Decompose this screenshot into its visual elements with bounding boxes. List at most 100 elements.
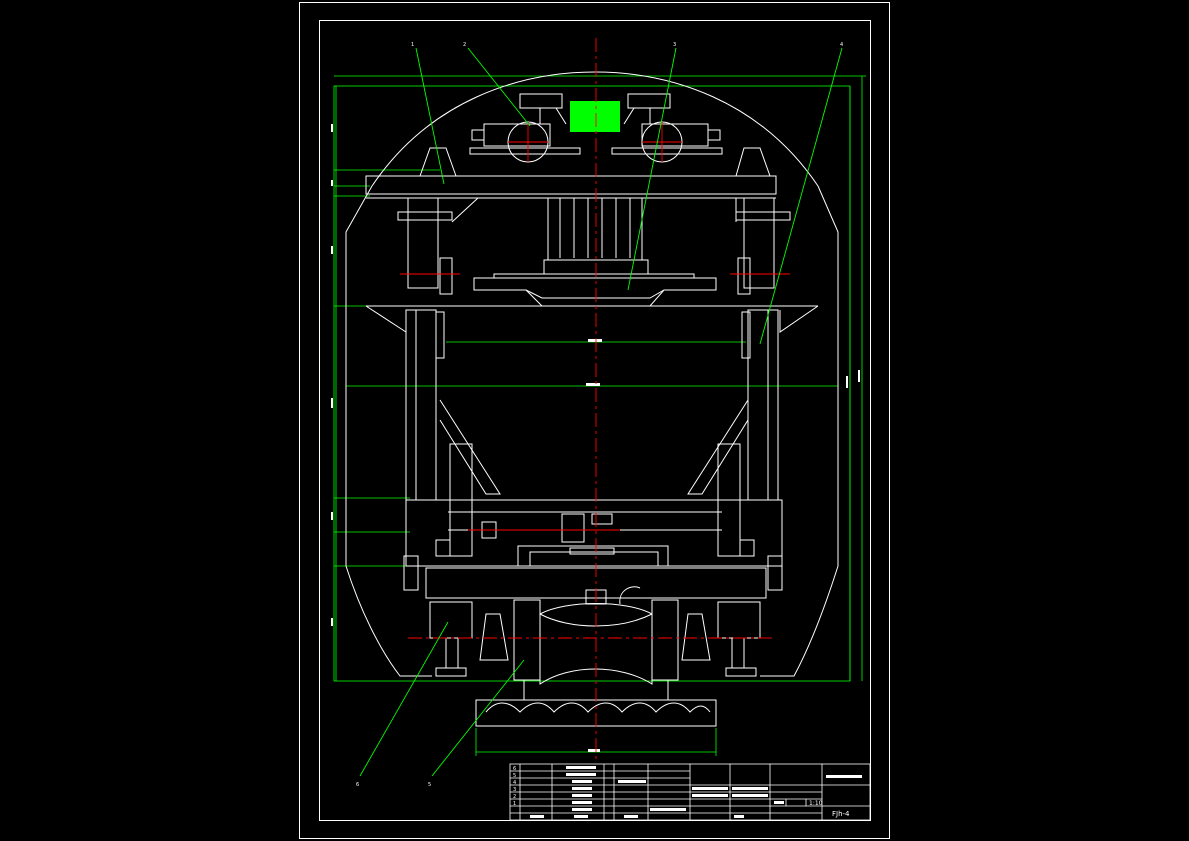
motor-left-bracket [539, 107, 567, 125]
top-beam [365, 175, 777, 195]
dim-mark-left-1 [331, 124, 333, 132]
table-pad [569, 547, 615, 555]
tb-mark-2 [566, 773, 596, 776]
leader-lines [359, 47, 843, 777]
slide-foot-right [739, 539, 755, 557]
tb-mark-11 [624, 815, 638, 818]
roller-foot-left [435, 667, 467, 677]
drawing-code: FJh-4 [832, 810, 850, 818]
upper-brace-right [712, 197, 737, 222]
tb-mark-19 [734, 815, 744, 818]
callout-3-label: 3 [673, 42, 676, 48]
upper-col-left [407, 197, 439, 289]
arm-left [479, 613, 509, 661]
sheet-frame [299, 2, 890, 839]
mid-left-gusset [365, 305, 407, 333]
roller-foot-right [725, 667, 757, 677]
leg-right [767, 555, 783, 591]
motor-right-tab [707, 129, 721, 141]
press-platen [493, 273, 695, 279]
col-left-block [439, 257, 453, 295]
top-beam-right-cap [735, 147, 771, 177]
tb-mark-14 [732, 787, 768, 790]
table-base [517, 545, 669, 567]
tb-scale: 1:10 [809, 800, 823, 807]
tb-mark-15 [732, 794, 768, 797]
leader-1 [415, 47, 445, 185]
table-slide-left [449, 443, 473, 557]
dim-mark-base [588, 749, 600, 752]
press-die [473, 277, 717, 307]
dimension-lines [333, 75, 866, 756]
upper-brace-left [451, 197, 480, 223]
motor-right-base [611, 147, 723, 155]
motor-right-top [627, 93, 671, 109]
table-base-inner [529, 551, 659, 567]
leader-6 [359, 621, 449, 777]
leader-2 [467, 47, 531, 127]
tb-mark-3 [572, 780, 592, 783]
main-col-left-inner [435, 311, 445, 359]
dim-mark-right-1 [846, 376, 848, 388]
roller-support-left [429, 601, 473, 639]
callout-5-label: 5 [428, 782, 431, 788]
press-die-inner [525, 289, 665, 299]
housing-right [760, 185, 839, 677]
spindle-bank [547, 197, 643, 261]
post-right [651, 599, 679, 681]
main-col-left-outer [405, 309, 437, 501]
die-roll [539, 613, 653, 685]
title-block-marks [530, 766, 862, 818]
roller-support-right [717, 601, 761, 639]
col-left-plate [397, 211, 453, 221]
mid-right-gusset [779, 305, 819, 333]
tb-mark-12 [692, 787, 728, 790]
dim-mark-left-3 [331, 246, 333, 254]
outer-border [299, 2, 890, 839]
dimension-values [331, 124, 860, 752]
callout-4-label: 4 [840, 42, 843, 48]
motor-left-body [483, 123, 551, 147]
hose [619, 586, 641, 605]
housing-arch [371, 71, 819, 187]
workpiece-profile [485, 702, 711, 713]
table-slide-right [717, 443, 741, 557]
tb-mark-9 [530, 815, 544, 818]
callout-labels: 1 2 3 4 5 6 [356, 42, 843, 788]
tb-mark-8 [572, 808, 592, 811]
tb-mark-6 [572, 794, 592, 797]
callout-6-label: 6 [356, 782, 359, 788]
callout-2-label: 2 [463, 42, 466, 48]
arm-right [681, 613, 711, 661]
title-block: 6 5 4 3 2 1 1:10 FJh-4 [509, 763, 871, 821]
upper-col-right [743, 197, 775, 289]
motor-left-tab [471, 129, 485, 141]
leg-left [403, 555, 419, 591]
tb-row-number-3: 3 [513, 787, 516, 793]
dim-mark-left-2 [331, 180, 333, 186]
tb-row-number-5: 5 [513, 773, 516, 779]
slide-foot-left [435, 539, 451, 557]
dim-mark-right-2 [858, 370, 860, 382]
leader-3 [627, 47, 677, 291]
tb-mark-5 [572, 787, 592, 790]
motor-right-bracket [623, 107, 651, 125]
tb-row-number-1: 1 [513, 801, 516, 807]
motor-left-top [519, 93, 563, 109]
carriage-head [561, 513, 585, 543]
leader-4 [759, 47, 843, 345]
col-right-block [737, 257, 751, 295]
callout-1-label: 1 [411, 42, 414, 48]
tb-mark-16 [826, 775, 862, 778]
carriage-arm [591, 513, 613, 525]
tb-mark-18 [650, 808, 686, 811]
main-col-right-inner [741, 311, 751, 359]
roller-stem-right [731, 637, 745, 669]
centerlines [400, 38, 790, 760]
tb-mark-13 [692, 794, 728, 797]
top-beam-left-cap [419, 147, 457, 177]
housing-left [345, 185, 432, 677]
lower-brace-left [439, 399, 501, 495]
dim-mark-left-5 [331, 512, 333, 520]
roller-stem-left [445, 637, 459, 669]
